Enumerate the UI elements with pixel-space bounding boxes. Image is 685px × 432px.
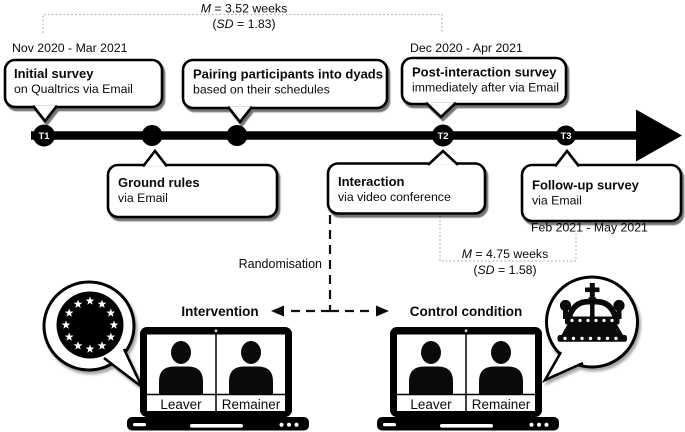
svg-text:T1: T1: [38, 131, 50, 142]
base-dot: [287, 422, 291, 427]
speech-bubble-tail: [541, 351, 584, 383]
webcam-icon: [464, 329, 468, 333]
eu-stars-icon: [56, 291, 124, 359]
bubble-tail: [141, 148, 169, 168]
arrow-right-icon: [376, 305, 389, 317]
bubble-box: [400, 56, 568, 106]
bubble-title: Follow-up survey: [532, 178, 640, 193]
person-icon: [409, 341, 453, 394]
person-icon: [229, 341, 273, 394]
bubble-interaction: Interaction via video conference: [326, 149, 487, 215]
node-t1: T1: [33, 124, 55, 147]
timeline-axis: T1 T2 T3: [31, 109, 682, 162]
laptop-control: Leaver Remainer: [377, 327, 559, 431]
bottom-interval-bracket: M = 4.75 weeks (SD = 1.58): [439, 216, 577, 277]
bracket-line: [42, 13, 443, 33]
interval-sd-top: (SD = 1.83): [212, 17, 275, 31]
trackpad-notch: [440, 424, 493, 428]
date-followup-survey: Feb 2021 - May 2021: [531, 221, 648, 235]
randomisation-branch: Randomisation Intervention Control condi…: [181, 215, 522, 319]
bubble-ground-rules: Ground rules via Email: [106, 148, 279, 219]
base-slot: [133, 423, 146, 427]
control-condition-label: Control condition: [410, 304, 522, 319]
crown-icon: [557, 283, 627, 342]
arrow-left-icon: [271, 305, 284, 317]
bubble-subtitle: via Email: [532, 194, 582, 208]
svg-text:T2: T2: [437, 131, 448, 142]
base-dot: [294, 422, 299, 427]
person-icon: [159, 341, 203, 394]
date-initial-survey: Nov 2020 - Mar 2021: [12, 41, 128, 55]
bubble-box: [3, 58, 164, 109]
bubble-box: [520, 163, 683, 223]
svg-text:T3: T3: [560, 131, 571, 142]
bubble-tail: [427, 149, 459, 166]
laptop-base: [127, 417, 309, 431]
node-t2: T2: [432, 124, 454, 147]
base-dot: [537, 422, 541, 427]
arrow-right-icon: [636, 109, 682, 162]
base-slot: [383, 423, 396, 427]
bubble-post-interaction-survey: Post-interaction survey immediately afte…: [400, 56, 568, 119]
leaver-label: Leaver: [410, 397, 452, 412]
bubble-tail: [31, 104, 59, 124]
bubble-tail: [425, 101, 457, 119]
crown-speech-bubble: [541, 275, 639, 383]
bubble-box: [106, 163, 279, 219]
node-t3: T3: [556, 125, 576, 146]
interval-mean-top: M = 3.52 weeks: [201, 2, 287, 16]
bubble-followup-survey: Follow-up survey via Email: [520, 148, 683, 223]
leaver-label: Leaver: [160, 397, 202, 412]
bubble-subtitle: immediately after via Email: [412, 81, 559, 95]
trackpad-notch: [190, 424, 243, 428]
date-post-survey: Dec 2020 - Apr 2021: [410, 41, 523, 55]
bubble-subtitle: on Qualtrics via Email: [14, 82, 133, 96]
bubble-box: [181, 58, 389, 110]
bubble-title: Pairing participants into dyads: [193, 67, 383, 82]
person-icon: [479, 341, 523, 394]
base-dot: [529, 422, 534, 427]
webcam-icon: [214, 329, 218, 333]
bubble-title: Initial survey: [14, 66, 94, 81]
bubble-tail: [553, 148, 581, 168]
interval-sd-bottom: (SD = 1.58): [473, 263, 536, 277]
laptop-intervention: Leaver Remainer: [127, 327, 309, 431]
node-dot-pairing: [226, 125, 248, 146]
remainer-label: Remainer: [472, 397, 531, 412]
bubble-title: Ground rules: [118, 175, 200, 190]
bubble-box: [326, 162, 487, 215]
eu-speech-bubble: [42, 280, 144, 389]
bubble-subtitle: via video conference: [338, 190, 451, 204]
intervention-label: Intervention: [181, 304, 258, 319]
interval-mean-bottom: M = 4.75 weeks: [462, 247, 548, 261]
bubble-subtitle: based on their schedules: [193, 83, 330, 97]
randomisation-label: Randomisation: [239, 257, 322, 271]
remainer-label: Remainer: [222, 397, 281, 412]
bubble-title: Post-interaction survey: [412, 65, 557, 80]
laptop-base: [377, 417, 559, 431]
bubble-subtitle: via Email: [118, 191, 168, 205]
bubble-pairing: Pairing participants into dyads based on…: [181, 58, 389, 125]
top-interval-bracket: M = 3.52 weeks (SD = 1.83): [42, 2, 443, 33]
bubble-tail: [226, 105, 254, 125]
node-dot-ground-rules: [141, 125, 163, 146]
bubble-initial-survey: Initial survey on Qualtrics via Email: [3, 58, 164, 124]
base-dot: [279, 422, 284, 427]
bubble-title: Interaction: [338, 174, 405, 189]
base-dot: [544, 422, 549, 427]
